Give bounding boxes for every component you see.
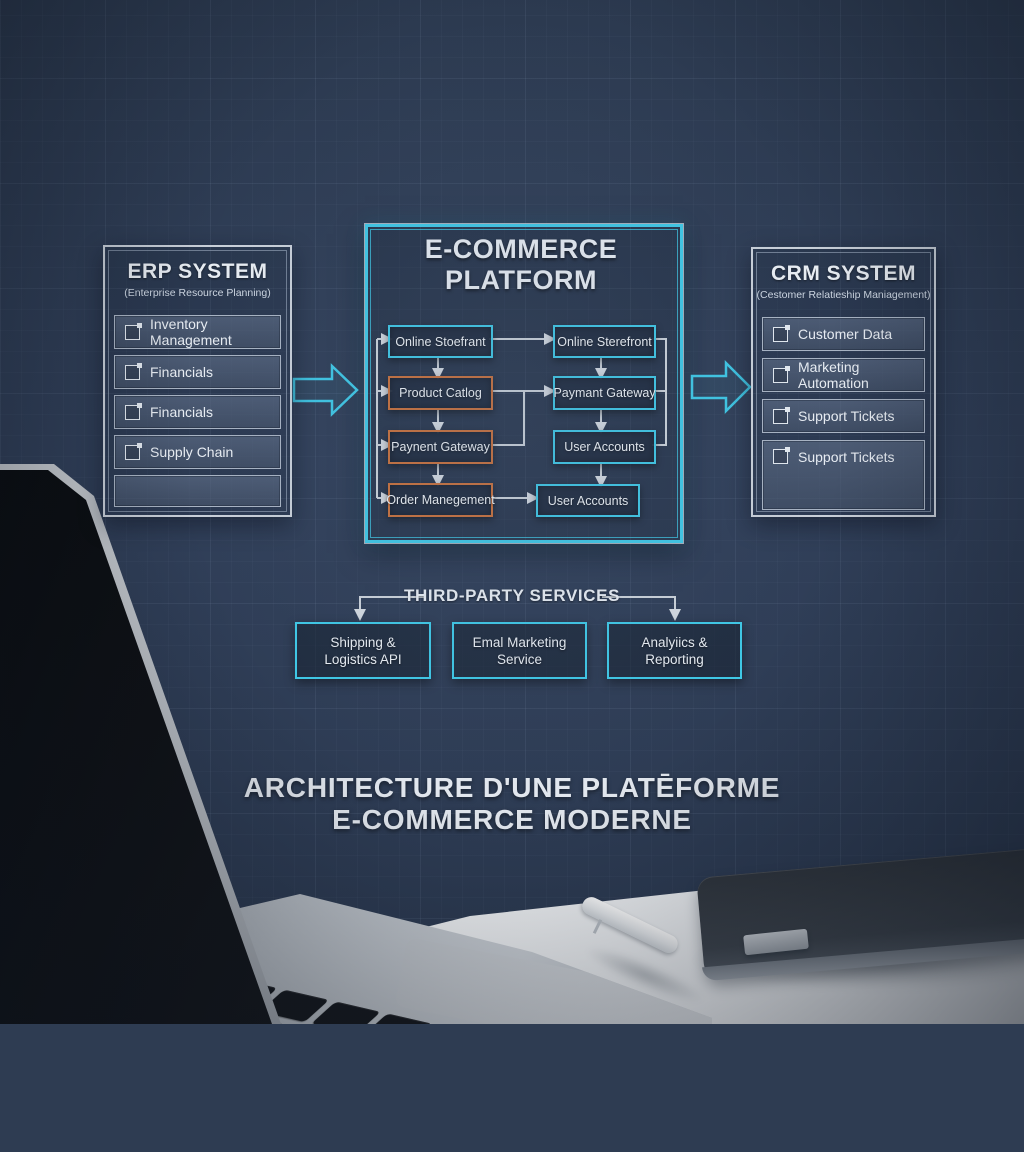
crm-item-label: Marketing Automation: [798, 359, 869, 391]
node-online-storefront-left: Online Stoefrant: [388, 325, 493, 358]
module-icon: [773, 406, 790, 424]
node-label: Product Catlog: [399, 386, 482, 400]
erp-system-box: ERP SYSTEM (Enterprise Resource Planning…: [103, 245, 292, 517]
service-box-email-marketing: Emal Marketing Service: [452, 622, 587, 679]
erp-subtitle: (Enterprise Resource Planning): [124, 287, 271, 299]
crm-title: CRM SYSTEM: [770, 262, 916, 285]
service-box-shipping-logistics: Shipping & Logistics API: [295, 622, 431, 679]
erp-item-list: Inventory Management Financials Financia…: [114, 315, 281, 507]
node-payment-gateway-right: Paymant Gateway: [553, 376, 656, 410]
erp-item-label: Financials: [150, 404, 214, 420]
node-online-storefront-right: Online Sterefront: [553, 325, 656, 358]
service-label-line2: Service: [496, 651, 542, 667]
erp-item: Financials: [114, 395, 281, 429]
node-product-catalog: Product Catlog: [388, 376, 493, 410]
module-icon: [773, 324, 790, 342]
erp-title: ERP SYSTEM: [127, 260, 268, 283]
node-label: Order Manegement: [386, 493, 495, 507]
node-label: User Accounts: [547, 493, 629, 508]
module-icon: [125, 402, 142, 420]
laptop-key: [285, 1065, 354, 1097]
platform-title-line1: E-COMMERCE: [424, 234, 618, 264]
page-title-line2: E-COMMERCE MODERNE: [332, 804, 692, 835]
module-icon: [125, 322, 142, 340]
node-label: User Accounts: [564, 440, 645, 454]
third-party-services-label: THIRD-PARTY SERVICES: [403, 586, 621, 605]
crm-item-label: Customer Data: [798, 326, 893, 342]
module-icon: [125, 442, 142, 460]
erp-item: Supply Chain: [114, 435, 281, 469]
erp-empty-item: [114, 475, 281, 507]
platform-title-line2: PLATFORM: [445, 265, 597, 295]
laptop-key: [233, 1053, 302, 1085]
erp-item-label: Supply Chain: [150, 444, 234, 460]
crm-item: Support Tickets: [762, 440, 925, 510]
service-label-line2: Reporting: [645, 651, 704, 667]
page-title-line1: ARCHITECTURE D'UNE PLATĒFORME: [243, 772, 781, 803]
crm-item-list: Customer Data Marketing Automation Suppo…: [762, 317, 925, 510]
node-label: Paynent Gateway: [391, 440, 490, 454]
laptop-key: [350, 1045, 419, 1077]
module-icon: [125, 362, 142, 380]
erp-item: Inventory Management: [114, 315, 281, 349]
service-label-line1: Shipping &: [330, 634, 396, 650]
module-icon: [773, 447, 790, 464]
page-title: ARCHITECTURE D'UNE PLATĒFORME E-COMMERCE…: [0, 772, 1024, 836]
laptop-key: [181, 1041, 250, 1073]
service-label-line1: Emal Marketing: [472, 634, 567, 650]
service-box-analytics-reporting: Analyiics & Reporting: [607, 622, 742, 679]
node-user-accounts-2: User Accounts: [536, 484, 640, 517]
laptop-key: [246, 1021, 316, 1024]
node-label: Online Sterefront: [557, 334, 652, 349]
crm-item: Customer Data: [762, 317, 925, 351]
laptop-key: [298, 1033, 367, 1065]
module-icon: [773, 365, 790, 383]
node-label: Online Stoefrant: [395, 334, 486, 349]
node-order-management: Order Manegement: [386, 483, 495, 517]
crm-item-label: Support Tickets: [798, 408, 895, 424]
erp-item: Financials: [114, 355, 281, 389]
platform-title: E-COMMERCE PLATFORM: [365, 234, 677, 296]
crm-system-box: CRM SYSTEM (Cestomer Relatieship Maniage…: [751, 247, 936, 517]
node-label: Paymant Gateway: [553, 386, 656, 400]
crm-item-label: Support Tickets: [798, 449, 895, 465]
erp-item-label: Financials: [150, 364, 214, 380]
crm-item: Marketing Automation: [762, 358, 925, 392]
node-payment-gateway-left: Paynent Gateway: [388, 430, 493, 464]
node-user-accounts-1: User Accounts: [553, 430, 656, 464]
erp-item-label: Inventory Management: [150, 316, 232, 348]
crm-item: Support Tickets: [762, 399, 925, 433]
service-label-line1: Analyiics &: [641, 634, 708, 650]
laptop-key: [130, 1029, 199, 1061]
laptop-key: [415, 1025, 484, 1057]
service-label-line2: Logistics API: [324, 651, 402, 667]
crm-subtitle: (Cestomer Relatieship Maniagement): [756, 289, 931, 301]
